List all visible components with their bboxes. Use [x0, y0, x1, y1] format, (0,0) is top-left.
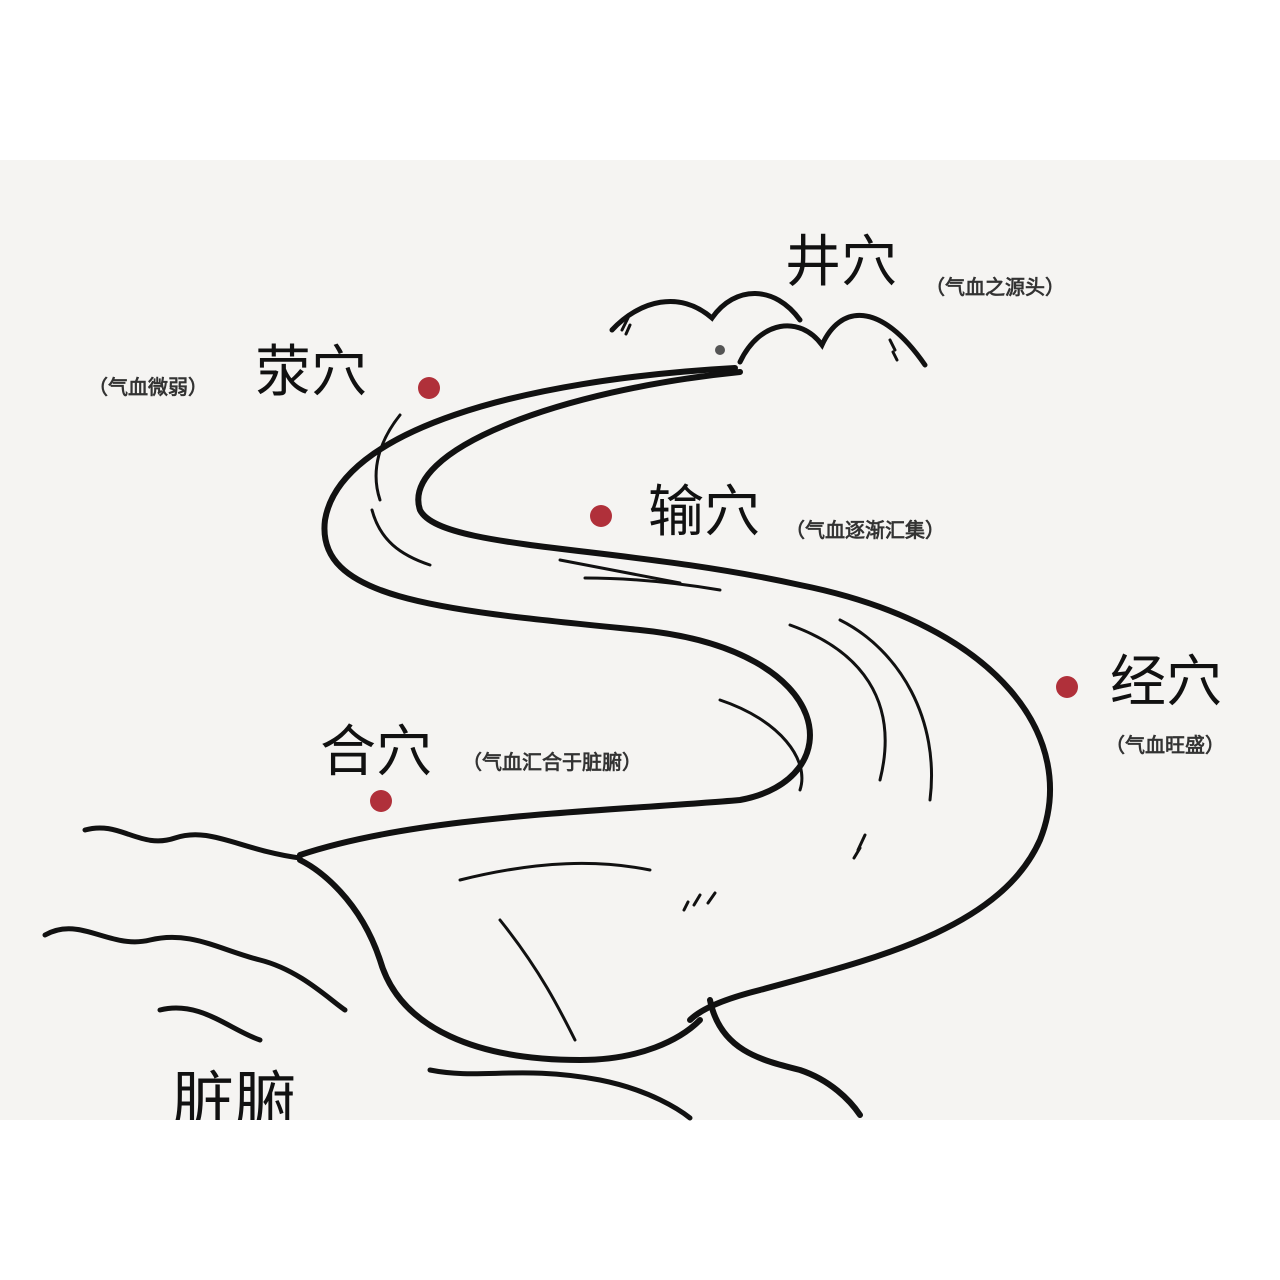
river-banks: [42, 365, 1053, 1121]
note-jing-well: （气血之源头）: [925, 275, 1065, 299]
water-ripples: [370, 413, 933, 1042]
note-he: （气血汇合于脏腑）: [462, 750, 642, 774]
diagram-background: [0, 160, 1280, 1120]
label-jing-well: 井穴: [785, 230, 897, 295]
organs-label-clip: 脏腑: [0, 1060, 1280, 1121]
label-ying: 荥穴: [255, 340, 367, 405]
mountains: [609, 291, 928, 368]
note-ying: （气血微弱）: [88, 375, 208, 399]
note-jing-river: （气血旺盛）: [1105, 733, 1225, 757]
ying-point-dot: [418, 377, 440, 399]
label-he: 合穴: [320, 720, 432, 785]
shu-point-dot: [590, 505, 612, 527]
label-organs: 脏腑: [172, 1064, 297, 1121]
spring-source-dot: [715, 345, 725, 355]
label-shu: 输穴: [648, 480, 760, 545]
note-shu: （气血逐渐汇集）: [785, 518, 945, 542]
label-jing-river: 经穴: [1110, 650, 1222, 715]
jing-river-point-dot: [1056, 676, 1078, 698]
he-point-dot: [370, 790, 392, 812]
